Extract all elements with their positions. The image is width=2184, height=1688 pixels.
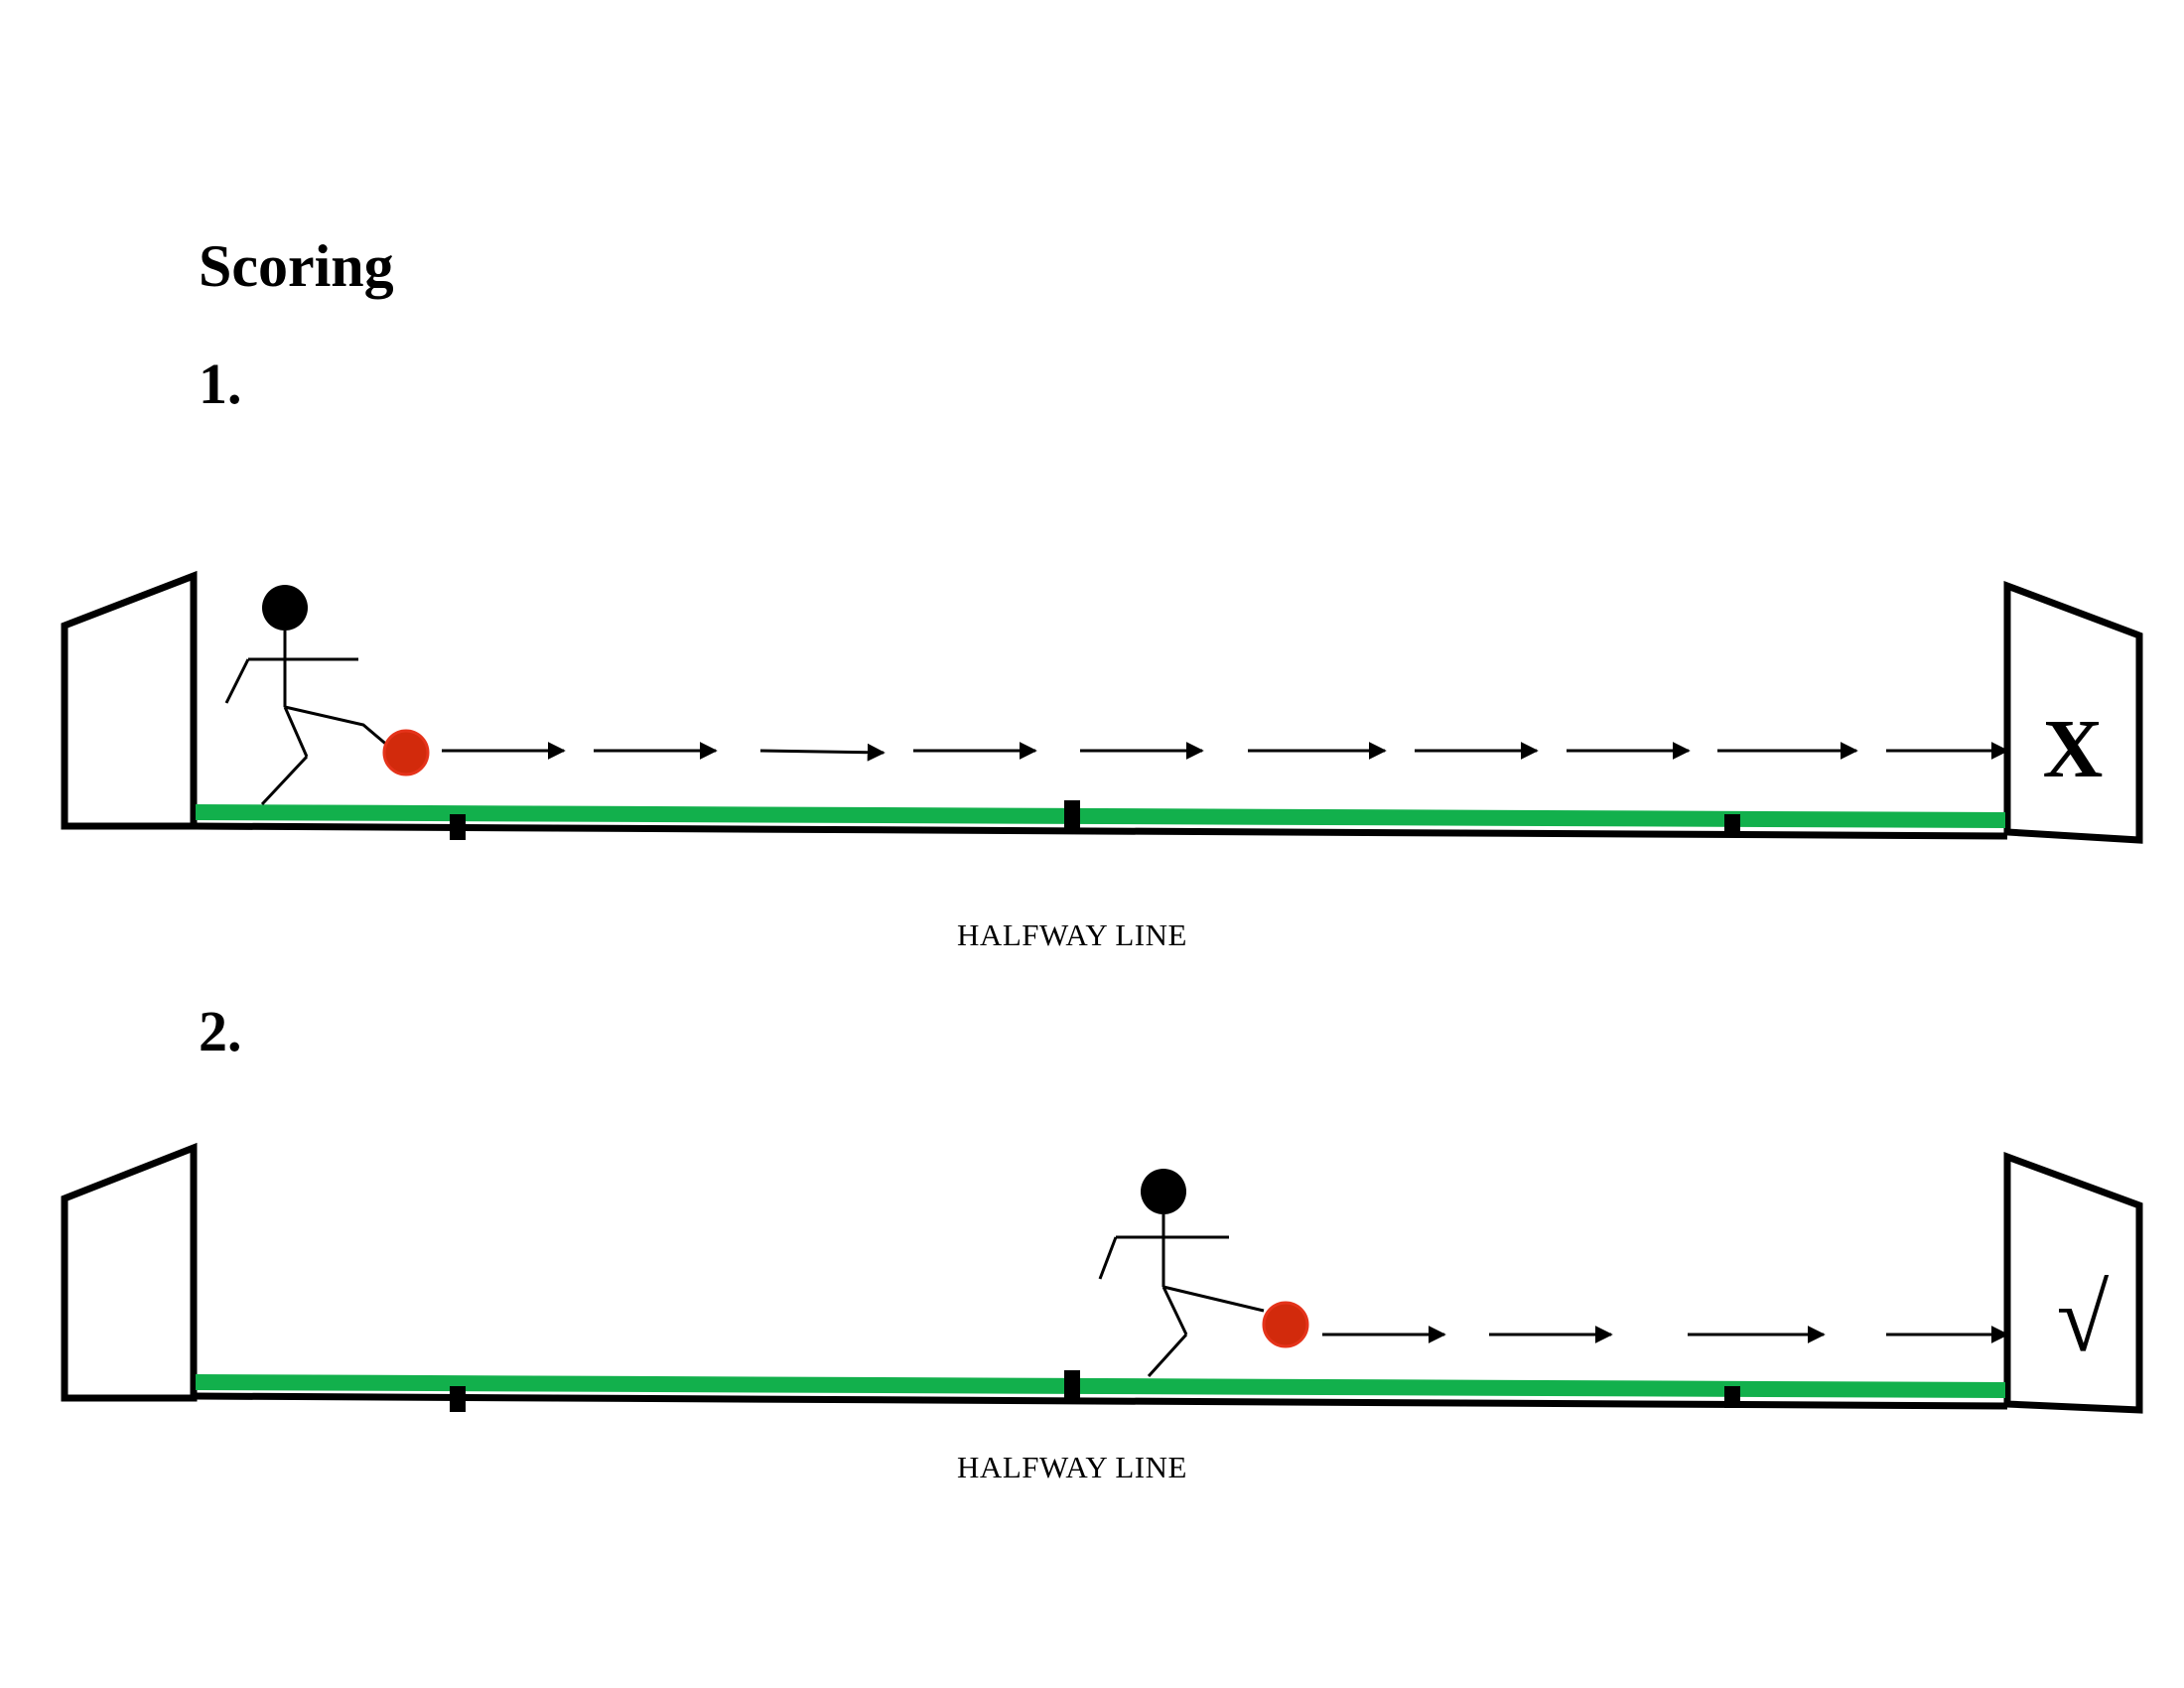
step-2-scene: √ [61,1142,2143,1414]
pitch-baseline [195,822,2008,840]
quarter-marker-right [1724,814,1740,836]
halfway-line-label-2: HALFWAY LINE [957,1450,1187,1484]
quarter-marker-left [450,814,466,840]
step-2-number: 2. [199,999,242,1063]
score-mark: √ [2057,1265,2110,1371]
player [224,585,390,806]
player-head [262,585,308,631]
player-head [1141,1169,1186,1214]
left-goal [61,570,198,830]
quarter-marker-left [450,1386,466,1412]
right-goal [2003,580,2143,844]
right-goal [2003,1151,2143,1414]
pitch-surface [196,804,2005,828]
ball [1262,1301,1309,1348]
ball-path-arrows [442,742,2009,762]
pitch-surface [196,1374,2005,1398]
halfway-marker [1064,800,1080,828]
step-1-scene: X [61,570,2143,844]
ball [382,729,430,776]
left-goal [61,1142,198,1402]
halfway-line-label-1: HALFWAY LINE [957,917,1187,952]
quarter-marker-right [1724,1386,1740,1408]
halfway-marker [1064,1370,1080,1398]
no-score-mark: X [2043,703,2104,795]
pitch-baseline [195,1392,2008,1410]
player [1098,1169,1265,1378]
step-1-number: 1. [199,352,242,416]
diagram-title: Scoring [199,233,394,299]
